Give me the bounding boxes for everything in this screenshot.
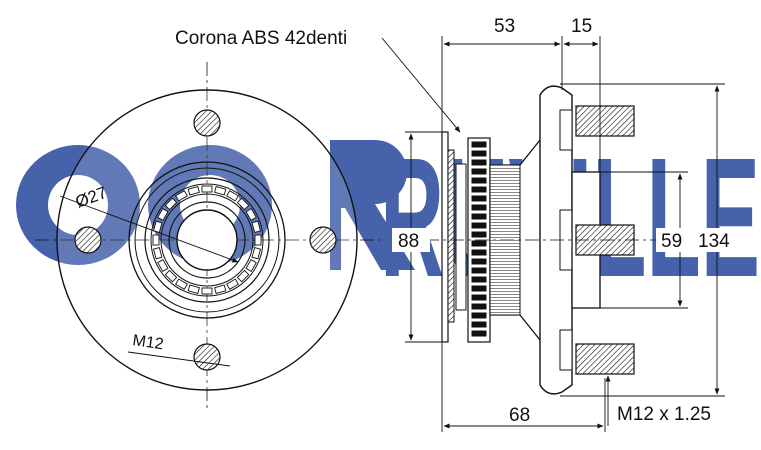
abs-ring-label: Corona ABS 42denti	[175, 28, 347, 49]
bearing-roller	[254, 234, 262, 246]
dimension-68: 68	[509, 405, 530, 426]
stud-hole-left	[74, 226, 102, 254]
abs-tooth	[471, 213, 487, 220]
bearing-roller	[187, 185, 200, 196]
abs-tooth	[471, 276, 487, 283]
bearing-roller	[214, 185, 227, 196]
bearing-roller	[175, 278, 188, 290]
abs-tooth	[471, 195, 487, 202]
abs-tooth	[471, 222, 487, 229]
bearing-roller	[245, 259, 257, 272]
abs-tooth	[471, 303, 487, 310]
abs-tooth	[471, 168, 487, 175]
abs-tooth	[471, 240, 487, 247]
bearing-roller	[152, 247, 163, 260]
abs-tooth	[471, 330, 487, 337]
abs-tooth	[471, 186, 487, 193]
abs-tooth	[471, 177, 487, 184]
bearing-roller	[201, 287, 213, 295]
bearing-roller	[251, 220, 262, 233]
dimension-59: 59	[661, 231, 682, 252]
dimension-53: 53	[494, 16, 515, 37]
dimension-15: 15	[571, 16, 592, 37]
abs-tooth	[471, 267, 487, 274]
bearing-roller	[175, 190, 188, 202]
stud-hole-bottom	[193, 343, 221, 371]
stud-label: M12	[131, 332, 164, 353]
bearing-roller	[251, 247, 262, 260]
bearing-rollers	[152, 185, 262, 295]
bearing-roller	[226, 190, 239, 202]
bearing-roller	[187, 284, 200, 295]
abs-tooth	[471, 159, 487, 166]
abs-tooth	[471, 285, 487, 292]
bearing-roller	[214, 284, 227, 295]
bearing-roller	[226, 278, 239, 290]
front-view	[35, 62, 380, 410]
bearing-roller	[236, 269, 250, 283]
abs-tooth	[471, 258, 487, 265]
thread-spec-label: M12 x 1.25	[617, 404, 711, 425]
abs-tooth	[471, 204, 487, 211]
abs-tooth	[471, 231, 487, 238]
dimension-134: 134	[698, 231, 730, 252]
stud-lower	[575, 343, 635, 375]
abs-tooth	[471, 321, 487, 328]
abs-tooth	[471, 249, 487, 256]
stud-upper	[575, 105, 635, 137]
bearing-roller	[157, 259, 169, 272]
stud-hole-top	[193, 109, 221, 137]
bearing-roller	[157, 208, 169, 221]
bearing-roller	[152, 234, 160, 246]
bearing-roller	[236, 197, 250, 211]
bearing-roller	[201, 185, 213, 193]
abs-tooth	[471, 294, 487, 301]
bearing-roller	[164, 197, 178, 211]
side-view	[400, 85, 700, 395]
abs-tooth	[471, 141, 487, 148]
bearing-roller	[245, 208, 257, 221]
bearing-roller	[164, 269, 178, 283]
abs-tooth	[471, 150, 487, 157]
abs-tooth	[471, 312, 487, 319]
dimension-88: 88	[398, 231, 419, 252]
stud-hole-right	[309, 226, 337, 254]
